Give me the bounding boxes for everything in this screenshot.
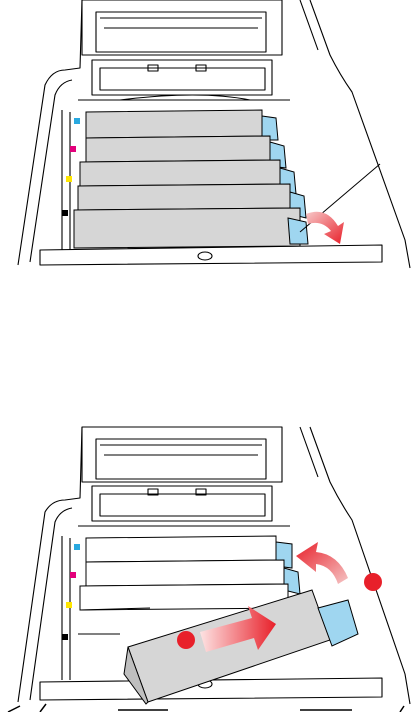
magenta-marker: [70, 146, 76, 152]
bottom-illustration: [0, 412, 418, 712]
black-marker: [62, 210, 68, 216]
yellow-marker: [66, 176, 72, 182]
toner-cartridge-stack: [74, 110, 308, 248]
printer-top-svg: [0, 0, 418, 275]
step-dot-icon: [177, 631, 195, 649]
printer-bottom-svg: [0, 412, 418, 712]
lever-rotate-arrow-icon: [296, 542, 348, 584]
step-dot-icon: [364, 573, 382, 591]
top-illustration: [0, 0, 418, 275]
printer-body-outline: [18, 0, 82, 265]
cyan-marker: [74, 118, 80, 124]
lever-release-arrow-icon: [306, 212, 344, 244]
